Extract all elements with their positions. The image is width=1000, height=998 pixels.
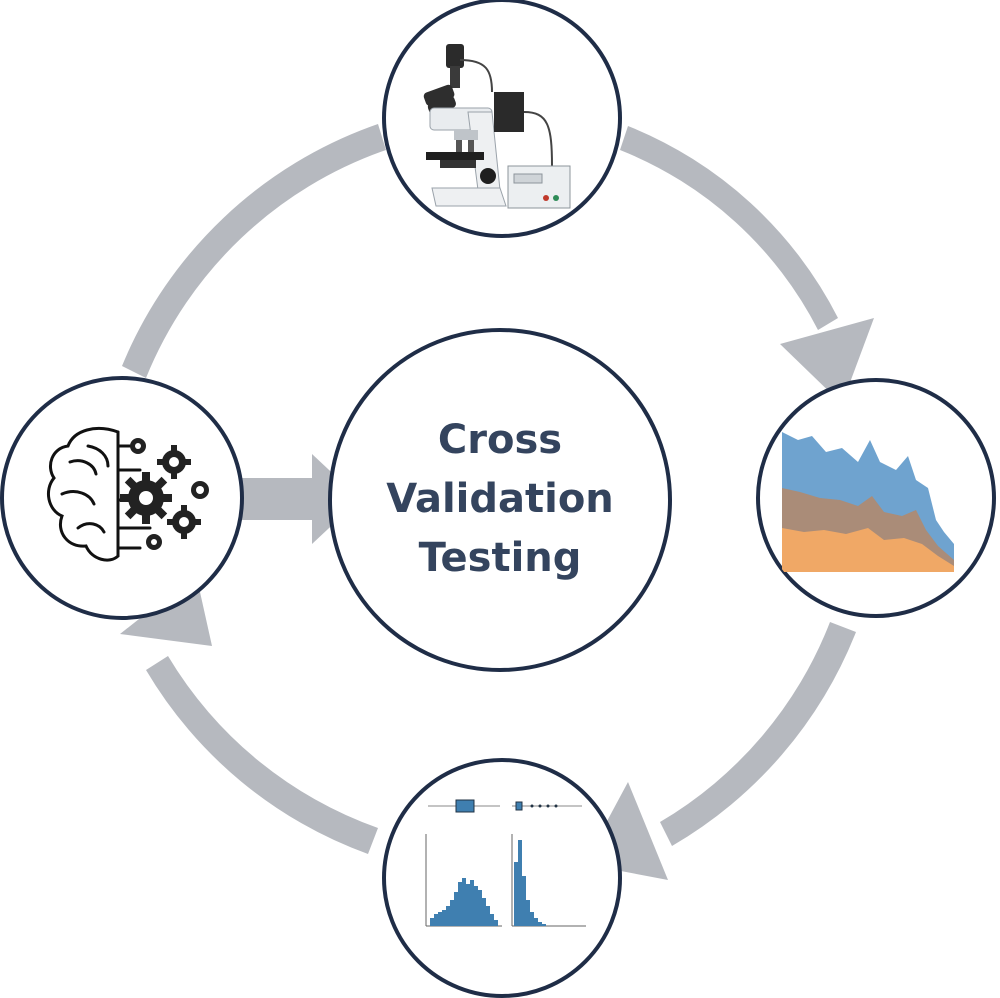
center-title-line-3: Testing bbox=[419, 535, 582, 581]
cycle-arrows bbox=[120, 124, 874, 880]
arrow-bottom-to-left bbox=[120, 574, 378, 854]
spectrum-plot-icon bbox=[782, 432, 954, 572]
center-title-line-2: Validation bbox=[386, 476, 614, 522]
gears-icon bbox=[120, 438, 209, 550]
center-title-line-1: Cross bbox=[438, 417, 562, 463]
bottom-node bbox=[382, 758, 622, 998]
microscope-icon bbox=[423, 44, 571, 209]
arrow-left-to-top bbox=[122, 124, 386, 378]
brain-gears-icon bbox=[46, 427, 152, 562]
histogram-plots-icon bbox=[425, 799, 586, 927]
left-node bbox=[0, 376, 244, 620]
arrow-top-to-right bbox=[620, 126, 874, 404]
arrow-right-to-bottom bbox=[584, 622, 856, 880]
right-node bbox=[756, 378, 996, 618]
center-node: Cross Validation Testing bbox=[328, 328, 672, 672]
top-node bbox=[382, 0, 622, 238]
